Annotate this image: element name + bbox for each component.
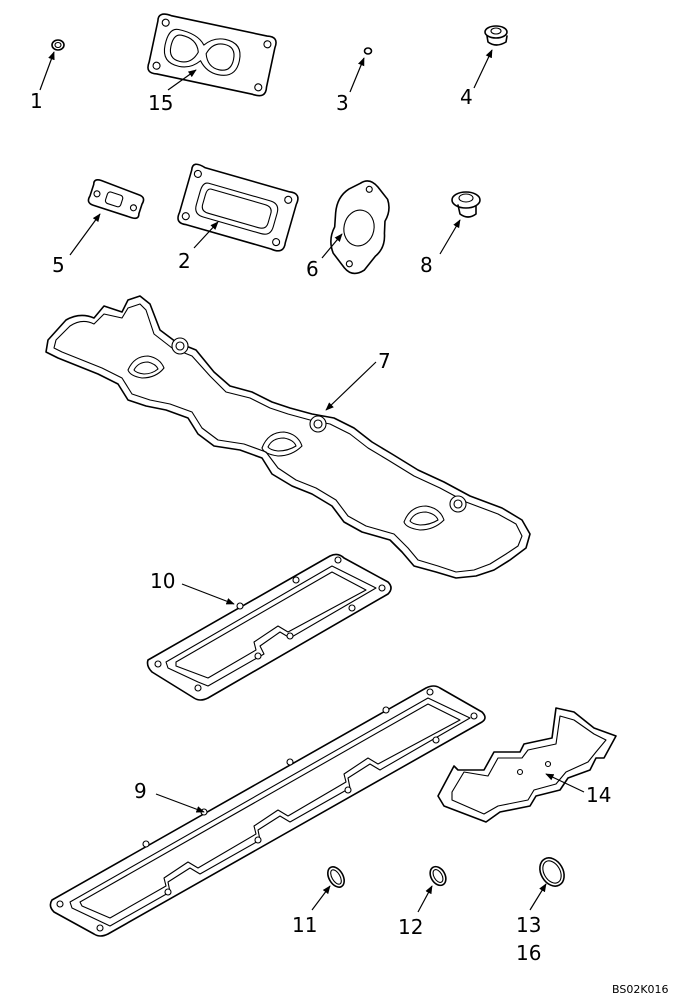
leader-8 — [439, 219, 461, 255]
drawing-code: BS02K016 — [612, 983, 669, 996]
callout-6: 6 — [306, 257, 319, 281]
callout-9: 9 — [134, 779, 147, 803]
callout-7: 7 — [378, 349, 391, 373]
part-12-o-ring — [429, 865, 447, 887]
leader-11 — [311, 885, 331, 911]
leader-3 — [349, 57, 365, 93]
part-2-turbo-gasket — [177, 163, 299, 252]
leader-7 — [325, 361, 377, 411]
leader-1 — [39, 51, 55, 91]
leader-12 — [417, 885, 433, 913]
part-5-flange-gasket — [87, 179, 145, 220]
callout-5: 5 — [52, 253, 65, 277]
callout-16: 16 — [516, 941, 541, 965]
part-9-long-manifold-gasket — [49, 685, 486, 937]
part-3-small-o-ring — [363, 47, 373, 55]
callout-8: 8 — [420, 253, 433, 277]
callout-10: 10 — [150, 569, 175, 593]
part-15-twin-port-gasket — [147, 13, 277, 97]
callout-15: 15 — [148, 91, 173, 115]
leader-14 — [545, 773, 585, 793]
callout-11: 11 — [292, 913, 317, 937]
part-6-exhaust-gasket — [330, 180, 390, 275]
callout-14: 14 — [586, 783, 611, 807]
callout-3: 3 — [336, 91, 349, 115]
part-10-manifold-gasket — [146, 553, 392, 701]
leader-4 — [473, 49, 493, 89]
part-11-o-ring — [327, 866, 345, 888]
part-13-o-ring — [539, 857, 565, 887]
part-14-shield-plate — [437, 707, 617, 823]
part-1-o-ring — [51, 39, 65, 51]
leader-9 — [155, 793, 205, 813]
callout-4: 4 — [460, 85, 473, 109]
part-4-grommet — [484, 25, 508, 46]
leader-13 — [529, 883, 547, 911]
part-8-plug — [451, 191, 481, 218]
leader-6 — [321, 233, 343, 259]
leader-5 — [69, 213, 101, 256]
callout-13: 13 — [516, 913, 541, 937]
callout-1: 1 — [30, 89, 43, 113]
leader-2 — [193, 221, 219, 249]
leader-10 — [181, 583, 235, 605]
part-7-valve-cover-gasket — [45, 295, 531, 579]
callout-2: 2 — [178, 249, 191, 273]
callout-12: 12 — [398, 915, 423, 939]
leader-15 — [167, 69, 197, 91]
